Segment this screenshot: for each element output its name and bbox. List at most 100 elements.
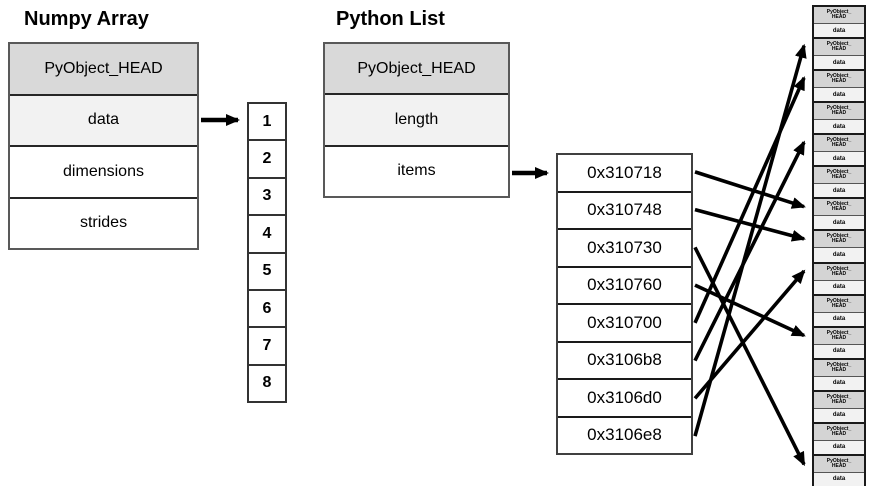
python-field-items: items bbox=[325, 144, 508, 196]
pointer-arrow-0x3106b8 bbox=[693, 140, 806, 362]
buffer-cell: 4 bbox=[249, 214, 285, 251]
pointer-arrow-0x310700 bbox=[693, 76, 806, 324]
pointer-arrow-0x310760 bbox=[694, 283, 806, 338]
object-data-cell: data bbox=[814, 440, 864, 454]
pyobject-head-line2: HEAD bbox=[831, 270, 847, 277]
numpy-field-data: data bbox=[10, 93, 197, 145]
object-data-cell: data bbox=[814, 408, 864, 422]
pyobject-head-line2: HEAD bbox=[831, 334, 847, 341]
memory-object-slot: PyObject_HEAD data bbox=[814, 359, 864, 392]
numpy-field-pyobject_head: PyObject_HEAD bbox=[10, 44, 197, 94]
pyobject-head-cell: PyObject_HEAD bbox=[814, 327, 864, 345]
object-data-cell: data bbox=[814, 88, 864, 102]
pyobject-head-line2: HEAD bbox=[831, 14, 847, 20]
object-data-cell: data bbox=[814, 184, 864, 198]
buffer-cell: 6 bbox=[249, 288, 285, 326]
object-data-cell: data bbox=[814, 216, 864, 230]
pyobject-head-line1: PyObject_ bbox=[826, 457, 852, 464]
python-field-pyobject_head: PyObject_HEAD bbox=[325, 44, 508, 94]
pyobject-head-cell: PyObject_HEAD bbox=[814, 263, 864, 281]
pyobject-head-cell: PyObject_HEAD bbox=[814, 7, 864, 24]
pyobject-head-line2: HEAD bbox=[831, 302, 847, 309]
pyobject-head-line2: HEAD bbox=[831, 398, 847, 405]
pyobject-head-line2: HEAD bbox=[831, 78, 847, 85]
pyobject-head-line1: PyObject_ bbox=[826, 265, 852, 272]
buffer-cell: 2 bbox=[249, 139, 285, 176]
pointer-address-cell: 0x3106e8 bbox=[558, 415, 691, 454]
pyobject-head-line1: PyObject_ bbox=[826, 297, 852, 304]
pyobject-head-cell: PyObject_HEAD bbox=[814, 167, 864, 185]
pyobject-head-cell: PyObject_HEAD bbox=[814, 135, 864, 153]
object-data-cell: data bbox=[814, 376, 864, 390]
buffer-cell: 3 bbox=[249, 176, 285, 214]
pointer-address-cell: 0x3106b8 bbox=[558, 340, 691, 379]
pyobject-head-cell: PyObject_HEAD bbox=[814, 231, 864, 249]
pyobject-head-line1: PyObject_ bbox=[826, 329, 852, 336]
pointer-address-cell: 0x310730 bbox=[558, 228, 691, 266]
pointer-arrow-0x310730 bbox=[693, 246, 806, 467]
pyobject-head-line2: HEAD bbox=[831, 110, 847, 117]
object-data-cell: data bbox=[814, 472, 864, 486]
object-data-cell: data bbox=[814, 120, 864, 134]
pointer-address-cell: 0x310700 bbox=[558, 303, 691, 341]
object-data-cell: data bbox=[814, 248, 864, 262]
pyobject-head-line2: HEAD bbox=[831, 142, 847, 149]
pyobject-head-cell: PyObject_HEAD bbox=[814, 391, 864, 409]
pyobject-head-line1: PyObject_ bbox=[826, 361, 852, 368]
pointer-arrow-0x310748 bbox=[694, 207, 806, 242]
pyobject-head-line2: HEAD bbox=[831, 238, 847, 245]
pyobject-head-cell: PyObject_HEAD bbox=[814, 455, 864, 473]
pointer-arrow-0x3106d0 bbox=[693, 269, 806, 400]
object-data-cell: data bbox=[814, 344, 864, 358]
pyobject-head-cell: PyObject_HEAD bbox=[814, 39, 864, 57]
pyobject-head-line2: HEAD bbox=[831, 174, 847, 181]
python-list-title: Python List bbox=[336, 8, 445, 30]
object-data-cell: data bbox=[814, 56, 864, 70]
object-data-cell: data bbox=[814, 152, 864, 166]
pointer-address-cell: 0x310718 bbox=[587, 162, 662, 182]
pyobject-head-line2: HEAD bbox=[831, 462, 847, 469]
pyobject-head-line2: HEAD bbox=[831, 430, 847, 437]
pointer-arrow-0x310718 bbox=[694, 170, 806, 209]
object-data-cell: data bbox=[814, 280, 864, 294]
pyobject-head-line1: PyObject_ bbox=[826, 73, 852, 80]
pyobject-head-cell: PyObject_HEAD bbox=[814, 71, 864, 89]
pointer-address-cell: 0x310748 bbox=[558, 190, 691, 229]
numpy-array-title: Numpy Array bbox=[24, 8, 149, 30]
pointer-arrow-0x3106e8 bbox=[693, 43, 807, 437]
pyobject-head-cell: PyObject_HEAD bbox=[814, 199, 864, 217]
buffer-cell: 7 bbox=[249, 326, 285, 363]
pyobject-head-line1: PyObject_ bbox=[826, 169, 852, 176]
buffer-cell: 8 bbox=[249, 363, 285, 401]
pyobject-head-line1: PyObject_ bbox=[826, 201, 852, 208]
object-data-cell: data bbox=[814, 312, 864, 326]
pyobject-head-line2: HEAD bbox=[831, 366, 847, 373]
pointer-address-cell: 0x310760 bbox=[558, 265, 691, 304]
numpy-field-strides: strides bbox=[10, 196, 197, 248]
pyobject-head-line1: PyObject_ bbox=[826, 233, 852, 240]
python-field-length: length bbox=[325, 93, 508, 145]
pointer-address-cell: 0x3106d0 bbox=[558, 378, 691, 416]
pyobject-head-line2: HEAD bbox=[831, 46, 847, 53]
object-data-cell: data bbox=[814, 24, 864, 38]
numpy-field-dimensions: dimensions bbox=[10, 145, 197, 197]
pyobject-head-line1: PyObject_ bbox=[826, 9, 852, 15]
pyobject-head-cell: PyObject_HEAD bbox=[814, 103, 864, 121]
pyobject-head-cell: PyObject_HEAD bbox=[814, 295, 864, 313]
pyobject-head-line1: PyObject_ bbox=[826, 105, 852, 112]
